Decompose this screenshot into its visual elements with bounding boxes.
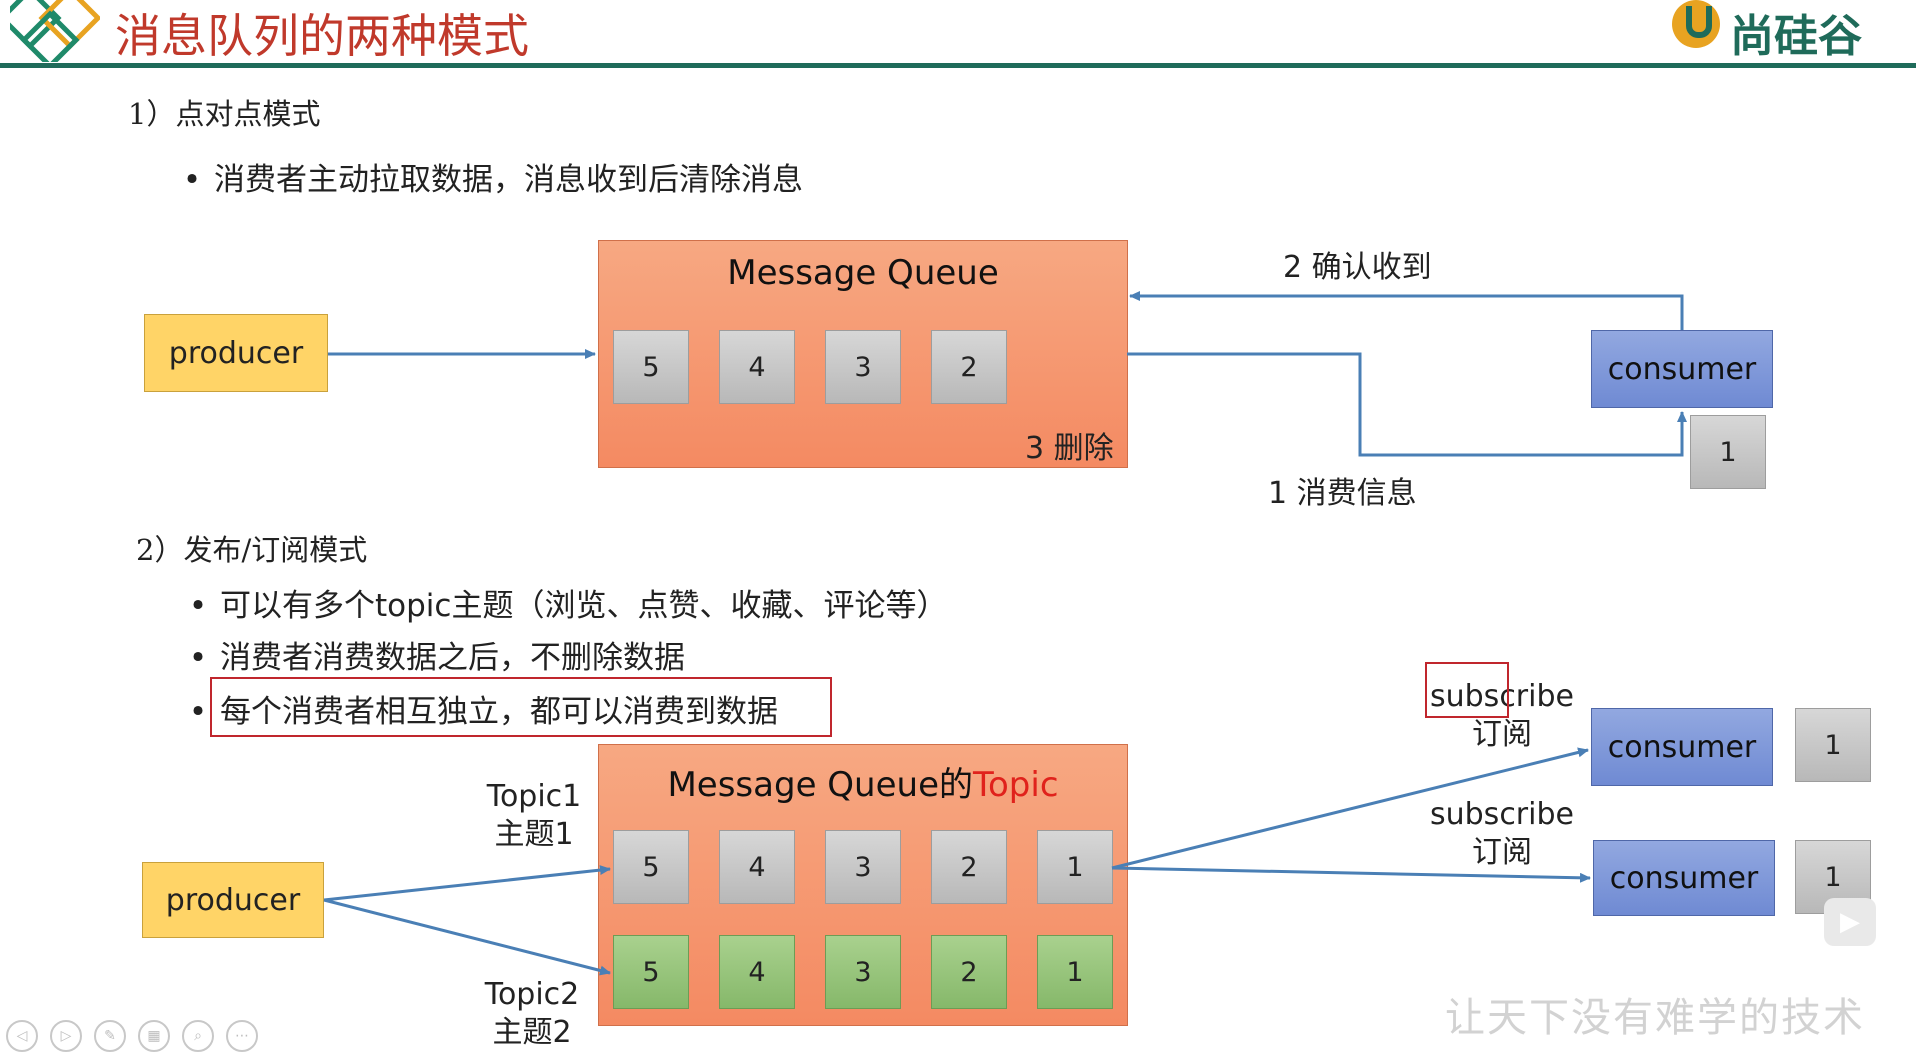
subscribe-cn: 订阅 (1472, 835, 1532, 870)
bullet-text: 消费者主动拉取数据，消息收到后清除消息 (214, 162, 803, 198)
queue-title-accent: Topic (973, 765, 1059, 805)
bullet-dot-icon: • (188, 694, 208, 730)
section1-heading: 1）点对点模式 (128, 97, 321, 131)
topic1-cell: 2 (931, 830, 1007, 904)
page-title: 消息队列的两种模式 (115, 9, 529, 63)
topic1-cn: 主题1 (494, 817, 574, 852)
zoom-icon[interactable]: ⌕ (182, 1020, 214, 1052)
p2p-queue-cell: 4 (719, 330, 795, 404)
queue-title-text: Message Queue的 (667, 765, 973, 805)
header-rule (0, 63, 1916, 68)
pubsub-consumer-2: consumer (1593, 840, 1775, 916)
logo-icon (1672, 0, 1720, 48)
logo-text: 尚硅谷 (1730, 11, 1862, 62)
subscribe-en: subscribe (1430, 797, 1574, 832)
bullet-highlight-box (210, 677, 832, 737)
topic1-name: Topic1 (486, 779, 582, 814)
pen-icon[interactable]: ✎ (94, 1020, 126, 1052)
section2-bullet: • 每个消费者相互独立，都可以消费到数据 (186, 686, 778, 731)
p2p-queue-title: Message Queue (727, 253, 999, 293)
p2p-consumer-cell: 1 (1690, 415, 1766, 489)
more-icon[interactable]: ⋯ (226, 1020, 258, 1052)
section2-heading: 2）发布/订阅模式 (136, 533, 368, 567)
subscribe-cn: 订阅 (1472, 717, 1532, 752)
ack-label: 2 确认收到 (1283, 250, 1432, 285)
topic2-cell: 4 (719, 935, 795, 1009)
subscribe-en: subscribe (1430, 679, 1574, 714)
subscribe-highlight-box (1425, 662, 1509, 718)
play-icon[interactable]: ▶ (1824, 898, 1876, 946)
section2-bullet: • 可以有多个topic主题（浏览、点赞、收藏、评论等） (186, 580, 948, 625)
consume-arrow (1127, 352, 1687, 457)
bullet-text: 每个消费者相互独立，都可以消费到数据 (220, 694, 778, 730)
bullet-dot-icon: • (188, 640, 208, 676)
topic2-cell: 2 (931, 935, 1007, 1009)
topic1-cell: 4 (719, 830, 795, 904)
p2p-producer: producer (144, 314, 328, 392)
topic1-cell: 3 (825, 830, 901, 904)
p2p-queue-cell: 3 (825, 330, 901, 404)
section1-bullet: • 消费者主动拉取数据，消息收到后清除消息 (180, 154, 803, 199)
grid-icon[interactable]: ▦ (138, 1020, 170, 1052)
bullet-text: 消费者消费数据之后，不删除数据 (220, 640, 685, 676)
pubsub-producer: producer (142, 862, 324, 938)
next-slide-icon[interactable]: ▷ (50, 1020, 82, 1052)
producer-to-topic1-arrow (323, 865, 611, 902)
topic2-cell: 1 (1037, 935, 1113, 1009)
pubsub-queue-title: Message Queue的Topic (599, 757, 1127, 806)
topic-to-consumer1-arrow (1111, 747, 1589, 870)
p2p-consumer: consumer (1591, 330, 1773, 408)
consume-label: 1 消费信息 (1268, 476, 1417, 511)
topic2-cn: 主题2 (492, 1015, 572, 1050)
slide-toolbar: ◁ ▷ ✎ ▦ ⌕ ⋯ (6, 1020, 258, 1052)
topic2-cell: 3 (825, 935, 901, 1009)
section2-bullet: • 消费者消费数据之后，不删除数据 (186, 632, 685, 677)
bullet-text: 可以有多个topic主题（浏览、点赞、收藏、评论等） (220, 588, 948, 624)
producer-to-topic2-arrow (323, 898, 611, 976)
pubsub-consumer-1: consumer (1591, 708, 1773, 786)
topic2-cell: 5 (613, 935, 689, 1009)
footer-slogan: 让天下没有难学的技术 (1445, 995, 1865, 1041)
ack-arrow (1129, 291, 1684, 330)
pubsub-consumer-1-cell: 1 (1795, 708, 1871, 782)
bullet-dot-icon: • (188, 588, 208, 624)
topic2-name: Topic2 (484, 977, 580, 1012)
prev-slide-icon[interactable]: ◁ (6, 1020, 38, 1052)
p2p-queue-cell: 5 (613, 330, 689, 404)
topic-to-consumer2-arrow (1111, 866, 1591, 883)
p2p-queue-cell: 2 (931, 330, 1007, 404)
p2p-message-queue: Message Queue 5 4 3 2 3 删除 (598, 240, 1128, 468)
bullet-dot-icon: • (182, 162, 202, 198)
delete-label: 3 删除 (1025, 431, 1114, 466)
header-diamond-logo-icon (10, 0, 100, 62)
topic1-cell: 5 (613, 830, 689, 904)
